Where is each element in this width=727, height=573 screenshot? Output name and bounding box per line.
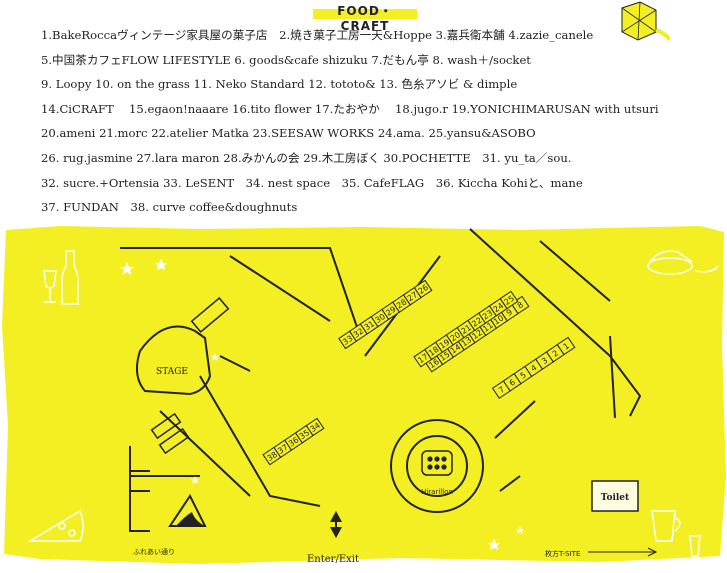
exhibitor-line: 32. sucre.+Ortensia 33. LeSENT 34. nest … (41, 175, 583, 190)
hirarillon-label: Hirarillon (421, 488, 453, 496)
booth-number: 1 (562, 341, 571, 351)
map-background (2, 226, 726, 564)
exhibitor-line: 26. rug.jasmine 27.lara maron 28.みかんの会 2… (41, 150, 572, 165)
star-icons (120, 259, 524, 550)
toilet: Toilet (591, 480, 639, 512)
header-title: FOOD・CRAFT (337, 4, 393, 33)
entrance-label: Enter/Exit (307, 554, 359, 565)
booth-number: 2 (551, 349, 560, 359)
walkway-lines (120, 228, 642, 507)
booth-number: 4 (529, 363, 538, 373)
booth-number: 8 (516, 300, 525, 310)
exhibitor-line: 1.BakeRoccaヴィンテージ家具屋の菓子店 2.焼き菓子工房一天&Hopp… (41, 28, 594, 42)
map-canvas: STAGE Hirarillon Toilet (2, 226, 726, 565)
booth-7: 7 (491, 380, 511, 399)
booth-17: 17 (413, 348, 433, 368)
booth-number: 6 (508, 378, 517, 388)
exhibitor-list: 1.BakeRoccaヴィンテージ家具屋の菓子店 2.焼き菓子工房一天&Hopp… (41, 23, 727, 220)
cup-icon (651, 510, 701, 557)
exhibitor-line: 20.ameni 21.morc 22.atelier Matka 23.SEE… (41, 126, 536, 141)
section-header: FOOD・CRAFT (313, 2, 417, 33)
booth-number: 5 (519, 370, 528, 380)
toilet-label: Toilet (601, 493, 630, 503)
exhibitor-line: 37. FUNDAN 38. curve coffee&doughnuts (41, 200, 298, 215)
lemon-icon (621, 1, 670, 42)
direction-arrow-icon (588, 547, 658, 557)
exhibitor-line: 9. Loopy 10. on the grass 11. Neko Stand… (41, 77, 518, 92)
booth-number: 9 (505, 308, 514, 318)
drink-icon (43, 250, 79, 305)
header-highlight (313, 9, 417, 19)
venue-map: STAGE Hirarillon Toilet (0, 226, 727, 573)
entrance-structure (129, 412, 207, 532)
booth-number: 7 (497, 385, 506, 395)
stage-area: STAGE (135, 297, 230, 396)
entrance-arrow-icon (330, 511, 342, 538)
cake-icon (647, 250, 719, 275)
pizza-icon (27, 509, 84, 542)
exhibitor-line: 14.CiCRAFT 15.egaon!naaare 16.tito flowe… (41, 101, 659, 116)
grass-patch (176, 512, 205, 526)
street-label: ふれあい通り (133, 547, 175, 556)
hirarillon-fountain: Hirarillon (390, 419, 484, 513)
booth-38: 38 (262, 446, 282, 466)
direction-label: 枚方T-SITE (545, 549, 580, 558)
exhibitor-line: 5.中国茶カフェFLOW LIFESTYLE 6. goods&cafe shi… (41, 52, 531, 67)
booth-number: 3 (540, 356, 549, 366)
booth-33: 33 (338, 330, 357, 350)
stage-label: STAGE (156, 367, 188, 377)
booth-layer: 1234567891011121314151625242322212019181… (262, 279, 576, 466)
